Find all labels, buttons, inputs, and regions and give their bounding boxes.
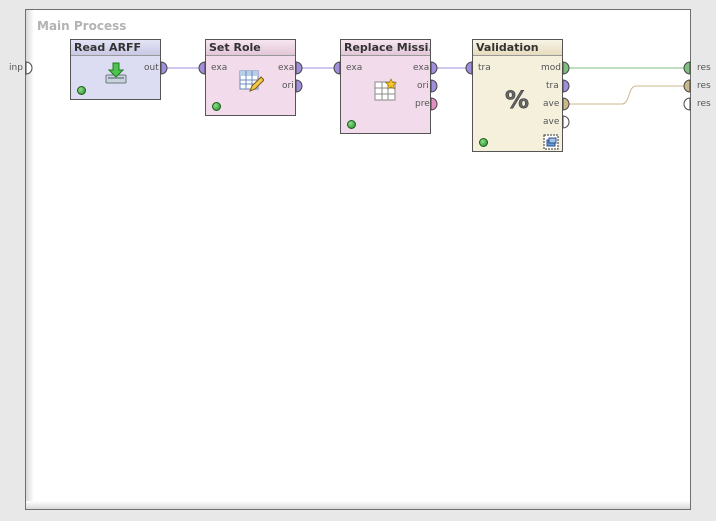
outer-port-label-res-1: res	[697, 63, 711, 73]
port-ori[interactable]	[430, 79, 438, 93]
operator-replace-missing[interactable]: Replace Missi... exa exa ori pre	[340, 39, 431, 134]
port-ave[interactable]	[562, 97, 570, 111]
port-exa-in[interactable]	[198, 61, 206, 75]
operator-title: Set Role	[206, 40, 295, 56]
status-indicator	[77, 86, 86, 95]
port-ori[interactable]	[295, 79, 303, 93]
outer-port-label-res-3: res	[697, 99, 711, 109]
svg-text:%: %	[505, 86, 529, 114]
status-indicator	[479, 138, 488, 147]
import-icon	[105, 62, 127, 84]
outer-port-res-2[interactable]	[683, 79, 691, 93]
port-exa-in[interactable]	[333, 61, 341, 75]
table-edit-icon	[239, 70, 264, 92]
port-label-tra-out: tra	[546, 81, 559, 91]
operator-title: Read ARFF	[71, 40, 160, 56]
port-label-tra-in: tra	[478, 63, 491, 73]
operator-validation[interactable]: Validation tra mod tra ave ave %	[472, 39, 563, 152]
status-indicator	[212, 102, 221, 111]
subprocess-icon[interactable]	[543, 134, 559, 150]
operator-title: Validation	[473, 40, 562, 56]
canvas-shadow	[26, 501, 690, 509]
port-label-mod: mod	[541, 63, 561, 73]
port-label-ori: ori	[282, 81, 294, 91]
operator-set-role[interactable]: Set Role exa exa ori	[205, 39, 296, 116]
port-exa-out[interactable]	[295, 61, 303, 75]
table-star-icon	[374, 78, 398, 101]
port-ave-empty[interactable]	[562, 115, 570, 129]
percent-icon: %	[505, 86, 530, 114]
process-title: Main Process	[37, 19, 127, 33]
wire-performance-to-res[interactable]	[568, 85, 684, 105]
port-tra-out[interactable]	[562, 79, 570, 93]
port-label-out: out	[144, 63, 159, 73]
operator-title: Replace Missi...	[341, 40, 430, 56]
port-mod[interactable]	[562, 61, 570, 75]
port-label-exa-in: exa	[211, 63, 228, 73]
port-out[interactable]	[160, 61, 168, 75]
canvas-shadow	[26, 10, 34, 509]
port-label-exa-out: exa	[413, 63, 430, 73]
port-label-exa-in: exa	[346, 63, 363, 73]
outer-port-inp[interactable]	[25, 61, 33, 75]
port-label-ave: ave	[543, 99, 560, 109]
port-label-ori: ori	[417, 81, 429, 91]
port-pre[interactable]	[430, 97, 438, 111]
port-label-pre: pre	[415, 99, 430, 109]
outer-port-res-3[interactable]	[683, 97, 691, 111]
outer-port-res-1[interactable]	[683, 61, 691, 75]
outer-port-label-inp: inp	[9, 63, 23, 73]
outer-port-label-res-2: res	[697, 81, 711, 91]
port-exa-out[interactable]	[430, 61, 438, 75]
port-label-ave: ave	[543, 117, 560, 127]
port-tra-in[interactable]	[465, 61, 473, 75]
port-label-exa-out: exa	[278, 63, 295, 73]
status-indicator	[347, 120, 356, 129]
